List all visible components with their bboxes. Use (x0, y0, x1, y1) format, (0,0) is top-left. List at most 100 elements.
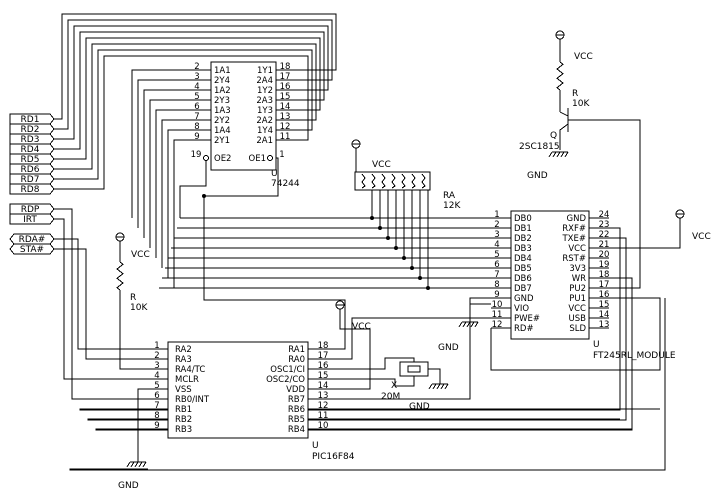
crystal-gnd-label: GND (409, 402, 430, 412)
pin-number: 6 (494, 260, 499, 270)
pin-name: RB5 (288, 415, 305, 425)
ra-value: 12K (443, 201, 461, 211)
mclr-vcc-label: VCC (131, 250, 150, 260)
bus-stub (131, 69, 191, 190)
port-out-0-label: RDA# (19, 235, 46, 245)
pin-name: 1Y3 (257, 106, 273, 116)
ground-hatch (440, 383, 445, 390)
pin-name: 2A2 (256, 116, 273, 126)
port-rdp (9, 203, 55, 215)
oe2-bubble (203, 155, 209, 161)
q-vcc-symbol (555, 30, 565, 40)
pin-number: 3 (494, 230, 499, 240)
pin-name: OSC1/CI (270, 365, 305, 375)
ra-element (401, 173, 406, 189)
ground-hatch (556, 151, 561, 158)
rxf-net (79, 227, 621, 411)
q-ref: Q (550, 131, 557, 141)
pin-name: 1A4 (214, 126, 231, 136)
pin-number: 17 (599, 280, 610, 290)
port-rd8 (9, 183, 55, 195)
pin-number: 17 (318, 351, 329, 361)
irt-net (54, 218, 148, 380)
q-vcc-label: VCC (574, 52, 593, 62)
rd-net (54, 19, 333, 130)
port-out-1 (9, 243, 55, 255)
pin-name: WR (572, 274, 586, 284)
rd-net (54, 43, 317, 170)
pin-number: 16 (280, 82, 291, 92)
pin-number: 13 (280, 112, 291, 122)
ra-element (391, 173, 396, 189)
ground-hatch (126, 461, 131, 468)
pin-number: 20 (599, 250, 610, 260)
pin-name: 2Y3 (214, 96, 230, 106)
pin-name: RST# (562, 254, 586, 264)
ra-element (381, 173, 386, 189)
pin-name: 1Y4 (257, 126, 273, 136)
port-rd6-label: RD6 (21, 165, 40, 175)
pin-name: PWE# (514, 314, 540, 324)
crystal-gnd-net (428, 368, 441, 384)
osc1-net (328, 357, 415, 370)
osc2-net (328, 376, 415, 387)
pin-number: 24 (599, 210, 610, 220)
pin-name: 1A3 (214, 106, 231, 116)
pin-number: 12 (318, 401, 329, 411)
pin-name: OE2 (214, 154, 231, 164)
port-rd6 (9, 163, 55, 175)
outer-net (69, 298, 666, 471)
pin-name: 1Y2 (257, 86, 273, 96)
junction-dot (202, 194, 206, 198)
pin-name: DB7 (514, 284, 532, 294)
pin-name: RXF# (562, 224, 586, 234)
pin-number: 5 (494, 250, 499, 260)
pin-name: DB4 (514, 254, 532, 264)
pin-number: 19 (599, 260, 610, 270)
pin-number: 18 (599, 270, 610, 280)
pin-name: 3V3 (569, 264, 586, 274)
mclr-resistor (116, 261, 124, 291)
pin-name: RA4/TC (175, 365, 205, 375)
bus-stub (155, 109, 191, 174)
port-out-1-label: STA# (20, 245, 44, 255)
part-pic: PIC16F84 (312, 452, 355, 462)
pin-name: PU1 (569, 294, 586, 304)
port-irt (9, 213, 55, 225)
ra-element (421, 173, 426, 189)
ft-vcc-net (609, 218, 681, 249)
ground-hatch (130, 461, 135, 468)
crystal-element (407, 365, 421, 373)
mclr-vcc-symbol (115, 232, 125, 242)
ground-hatch (428, 383, 433, 390)
mclr-value: 10K (130, 303, 148, 313)
ground-hatch (458, 321, 463, 328)
pin-number: 1 (154, 341, 159, 351)
pin-name: RA0 (288, 355, 305, 365)
pin-name: OE1 (249, 154, 266, 164)
pin-name: 2Y2 (214, 116, 230, 126)
port-rd1-label: RD1 (21, 115, 40, 125)
oe1-net (203, 157, 346, 350)
pin-name: MCLR (175, 375, 199, 385)
rd-net (54, 25, 329, 140)
pin-number: 14 (280, 102, 291, 112)
pin-number: 8 (194, 122, 199, 132)
bus-stub (143, 89, 191, 182)
pin-name: VSS (175, 385, 192, 395)
crystal-value: 20M (381, 392, 400, 402)
pin-name: RA1 (288, 345, 305, 355)
ra-element (361, 173, 366, 189)
pin-number: 5 (154, 381, 159, 391)
pin-number: 1 (494, 210, 499, 220)
bus-stub (137, 79, 191, 186)
ground-hatch (142, 461, 147, 468)
bus-stub (161, 119, 191, 170)
ra-vcc-label: VCC (372, 160, 391, 170)
ra-element (411, 173, 416, 189)
pic-vcc-label: VCC (352, 322, 371, 332)
ft-vcc-symbol (675, 209, 685, 219)
pin-name: USB (569, 314, 587, 324)
ic-74244-body (210, 61, 277, 171)
wires (54, 13, 684, 471)
